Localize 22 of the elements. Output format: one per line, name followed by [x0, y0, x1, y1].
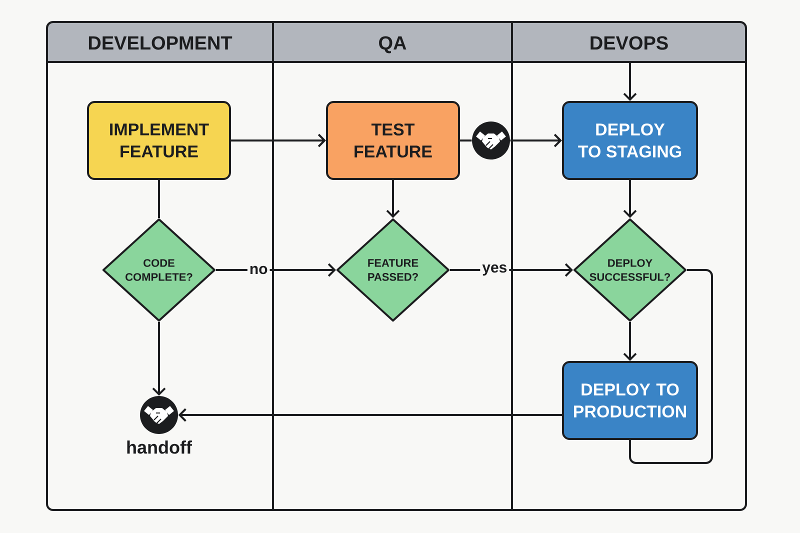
lane-header: DEVOPS — [512, 22, 746, 62]
process-box: DEPLOY TO PRODUCTION — [562, 361, 698, 440]
connector-line — [158, 180, 160, 218]
arrow — [510, 134, 562, 148]
handshake-icon — [472, 122, 510, 160]
arrow — [231, 134, 326, 148]
arrow — [216, 263, 336, 277]
lane-header: DEVELOPMENT — [47, 22, 273, 62]
icon-label: handoff — [127, 440, 192, 454]
arrow — [623, 180, 637, 218]
process-box: IMPLEMENT FEATURE — [87, 101, 231, 180]
edge-label: yes — [480, 262, 510, 278]
arrow — [623, 63, 637, 101]
arrow — [152, 322, 166, 396]
arrow — [623, 322, 637, 361]
connector-line — [460, 140, 472, 142]
arrow — [178, 408, 562, 422]
arrow — [386, 180, 400, 218]
connector-line — [629, 269, 713, 464]
process-box: TEST FEATURE — [326, 101, 460, 180]
process-box: DEPLOY TO STAGING — [562, 101, 698, 180]
lane-header: QA — [273, 22, 512, 62]
